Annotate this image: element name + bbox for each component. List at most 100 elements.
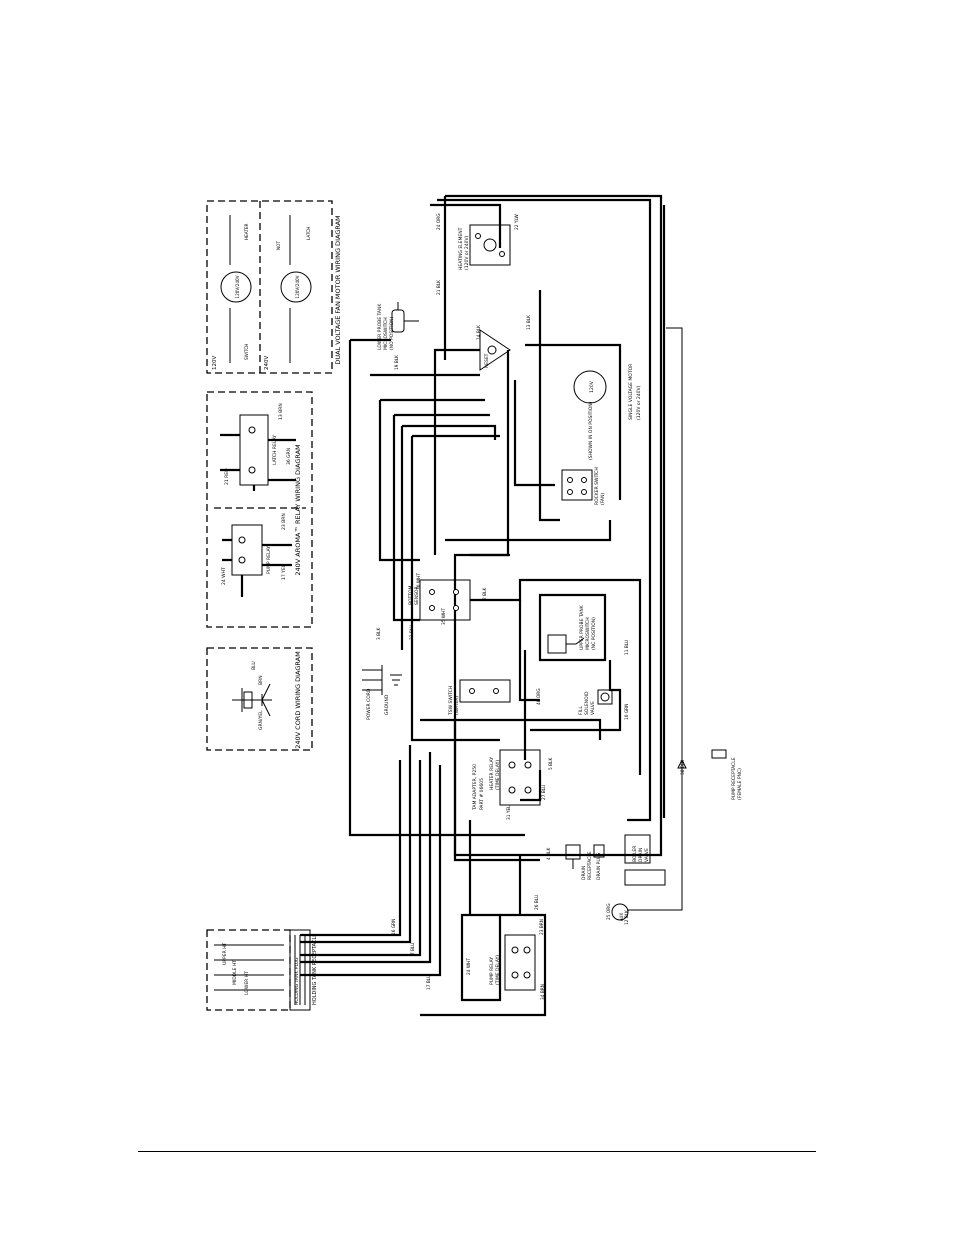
svg-text:30 WHT: 30 WHT [416,573,422,590]
pump-receptacle: PUMP RECEPTACLE (FEMALE PNC) [677,749,743,800]
svg-text:MICROSWITCH: MICROSWITCH [383,317,389,350]
svg-text:BRN: BRN [258,675,264,685]
svg-text:11 BLU: 11 BLU [624,640,630,655]
svg-text:DRAIN PLUG: DRAIN PLUG [596,852,602,880]
svg-text:24 WHT: 24 WHT [221,567,227,585]
svg-text:MIDDLE HT: MIDDLE HT [232,960,238,985]
svg-text:22 YLW: 22 YLW [514,214,520,230]
svg-text:VALVE: VALVE [590,701,596,715]
svg-text:NOT: NOT [276,241,281,250]
cord-panel-title: 240V CORD WIRING DIAGRAM [294,651,302,749]
fan-motor-120-icon [220,271,252,303]
svg-text:DRAIN: DRAIN [638,848,644,862]
heating-element: HEATING ELEMENT (120V or 240V) [458,224,511,270]
wire-labels: 24 ORG 22 YLW 21 BLK 14 BLK 13 BLK 19 BL… [376,213,686,1000]
svg-text:SINGLE VOLTAGE MOTOR: SINGLE VOLTAGE MOTOR [628,364,634,420]
svg-text:24 WHT: 24 WHT [466,958,472,975]
svg-text:4 BLK: 4 BLK [546,848,552,860]
svg-text:38 BLK: 38 BLK [680,760,686,775]
svg-text:13 BLK: 13 BLK [526,315,532,330]
svg-text:VALVE: VALVE [644,848,650,862]
svg-text:SOLENOID: SOLENOID [584,691,590,715]
svg-text:PUMP RECEPTACLE: PUMP RECEPTACLE [731,757,737,800]
svg-text:21 BLK: 21 BLK [436,280,442,295]
svg-text:120V: 120V [212,356,218,370]
svg-text:HOLDING TANK PLUG: HOLDING TANK PLUG [294,957,300,1005]
svg-text:27 BLU: 27 BLU [541,785,547,800]
svg-text:120V/240V: 120V/240V [235,275,240,298]
svg-text:GRN/YEL: GRN/YEL [258,710,264,730]
svg-text:FILL: FILL [578,706,584,715]
bottom-sensor: BOTTOM SENSOR [408,579,471,621]
svg-text:19 BLK: 19 BLK [394,355,400,370]
svg-text:24 ORG: 24 ORG [436,213,442,230]
svg-text:(NO POSITION): (NO POSITION) [389,316,395,350]
svg-text:ROCKER SWITCH: ROCKER SWITCH [594,467,600,505]
svg-text:UPPER PROBE TANK: UPPER PROBE TANK [579,604,585,650]
main-wiring [300,194,683,1017]
svg-text:(FAN): (FAN) [600,493,606,505]
aroma-panel-title: 240V AROMA™ RELAY WIRING DIAGRAM [294,444,302,575]
aux-coil: AUX [611,903,629,922]
boiler-drain-valve: BOILER DRAIN VALVE [624,834,666,886]
svg-text:MICROSWITCH: MICROSWITCH [585,617,591,650]
svg-text:14 BLK: 14 BLK [476,325,482,340]
svg-text:HEATER: HEATER [244,223,249,240]
drain-receptacle: DRAIN RECEPTACLE [565,844,593,880]
svg-text:PART # 06605: PART # 06605 [479,778,485,810]
lower-probe-microswitch: LOWER PROBE TANK MICROSWITCH (NO POSITIO… [377,302,419,350]
svg-text:34 BRN: 34 BRN [540,984,546,1000]
svg-text:BLU: BLU [251,661,257,670]
svg-text:25 ORG: 25 ORG [606,903,612,920]
upper-probe-microswitch: UPPER PROBE TANK MICROSWITCH (NC POSITIO… [547,604,597,654]
svg-text:HOLDING TANK RECEPTACLE: HOLDING TANK RECEPTACLE [312,934,318,1005]
svg-text:(TIME DELAY): (TIME DELAY) [495,760,501,790]
reset-switch: RESET [479,329,511,371]
svg-text:LATCH RELAY: LATCH RELAY [272,435,278,465]
svg-text:17 BLU: 17 BLU [426,975,432,990]
svg-text:21 RED: 21 RED [224,468,230,485]
svg-text:(WATER): (WATER) [454,696,460,715]
svg-text:TAM ADAPTER, P250: TAM ADAPTER, P250 [472,764,478,811]
svg-text:2 BLK: 2 BLK [482,588,488,600]
fan-motor-panel: DUAL VOLTAGE FAN MOTOR WIRING DIAGRAM 12… [206,200,342,374]
cord-wiring-panel: 240V CORD WIRING DIAGRAM BLU BRN GRN/YEL [206,647,313,751]
svg-text:LATCH: LATCH [306,227,311,240]
svg-text:3 BLK: 3 BLK [376,628,382,640]
svg-text:(TIME DELAY): (TIME DELAY) [495,955,501,985]
plug-icon [232,683,272,717]
svg-text:5 BLK: 5 BLK [548,758,554,770]
svg-text:26 BLU: 26 BLU [534,895,540,910]
svg-text:(FEMALE PNC): (FEMALE PNC) [737,768,743,800]
svg-text:RESET: RESET [484,353,490,368]
svg-text:7 BLU: 7 BLU [410,943,416,955]
svg-text:DRAIN: DRAIN [581,866,587,880]
svg-text:AUX: AUX [619,913,624,922]
holding-tank-receptacle: HOLDING TANK RECEPTACLE HOLDING TANK PLU… [206,929,318,1011]
svg-text:(120V or 240V): (120V or 240V) [636,385,642,420]
svg-text:33 BLU: 33 BLU [409,625,415,640]
svg-text:POWER CORD: POWER CORD [366,688,372,720]
svg-text:SWITCH: SWITCH [244,344,249,360]
svg-text:LOWER HT: LOWER HT [244,971,250,995]
svg-text:BOILER: BOILER [632,846,638,862]
svg-text:HEATING ELEMENT: HEATING ELEMENT [458,227,464,270]
aroma-relay-panel: 240V AROMA™ RELAY WIRING DIAGRAM PUMP RE… [206,391,313,628]
svg-text:12 BLK: 12 BLK [624,910,630,925]
footer-rule [138,1151,816,1152]
svg-text:(NC POSITION): (NC POSITION) [591,617,597,650]
svg-text:23 BRN: 23 BRN [539,919,545,935]
svg-text:PUMP RELAY: PUMP RELAY [489,957,495,985]
svg-text:40 ORG: 40 ORG [536,688,542,705]
fill-solenoid: FILL SOLENOID VALVE [578,689,613,715]
svg-text:17 YEL: 17 YEL [281,564,287,580]
fan-motor-240-icon [280,271,312,303]
svg-text:16 GRN: 16 GRN [391,919,397,935]
svg-text:120V/240V: 120V/240V [295,275,300,298]
tsw-switch: TSW SWITCH (WATER) [448,679,511,716]
power-cord: POWER CORD GROUND [362,665,402,720]
svg-text:10 GRN: 10 GRN [624,704,630,720]
heater-relay: HEATER RELAY (TIME DELAY) TAM ADAPTER, P… [472,749,541,811]
pump-relay: PUMP RELAY (TIME DELAY) [489,934,536,991]
